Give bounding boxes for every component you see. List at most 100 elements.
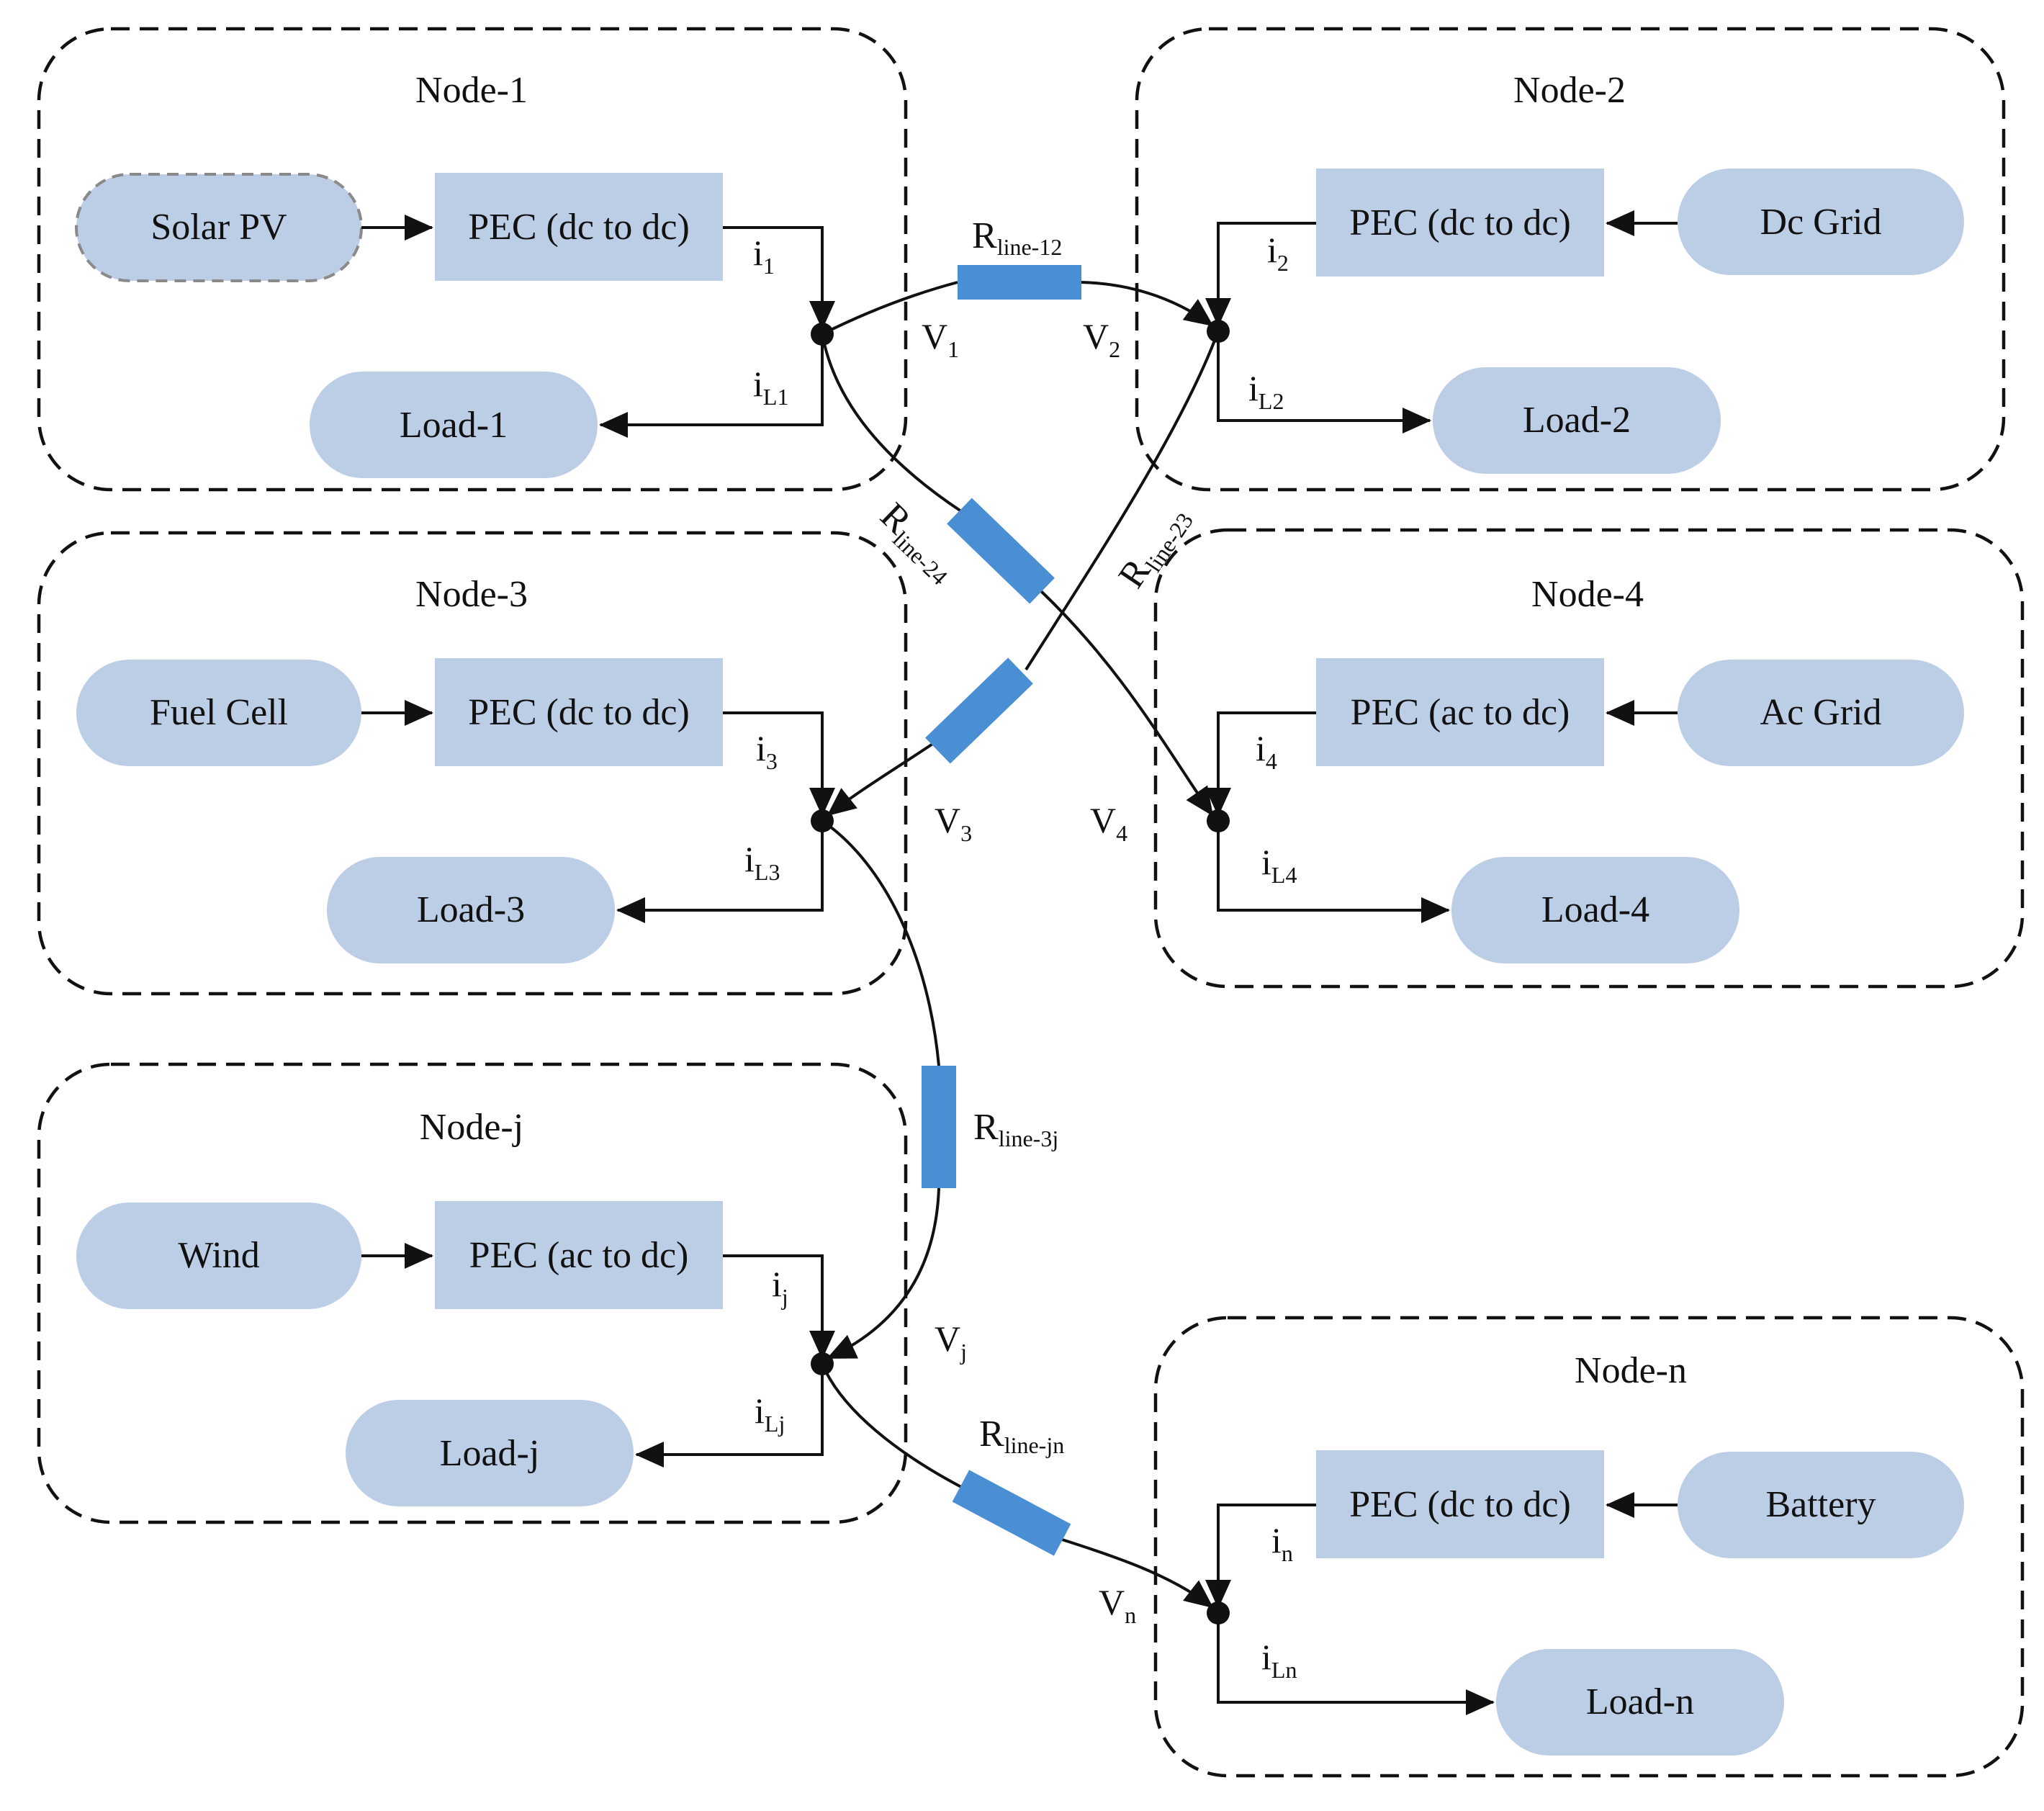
node-3: Fuel Cell PEC (dc to dc) Load-3 i3 iL3: [76, 658, 835, 963]
voltage-label-v2: V2: [1083, 316, 1120, 362]
pec-current-label: i4: [1256, 728, 1277, 774]
pec-block: [1316, 168, 1604, 277]
resistor: [922, 1066, 956, 1188]
resistor-label: Rline-jn: [979, 1414, 1064, 1458]
load-block: [1496, 1649, 1784, 1756]
line-wire: [821, 333, 963, 513]
load-current-label: iL2: [1248, 368, 1284, 414]
line-3-j: Rline-3j: [821, 819, 1058, 1360]
node-2-title: Node-2: [1513, 70, 1626, 111]
pec-label: PEC (dc to dc): [468, 692, 690, 733]
source-block: [76, 660, 361, 766]
load-label: Load-3: [417, 889, 525, 930]
bus-to-load-arrow: [635, 1364, 824, 1468]
source-label: Ac Grid: [1760, 692, 1882, 733]
line-wire: [827, 1187, 940, 1360]
node-1-title: Node-1: [415, 70, 528, 111]
voltage-label-v1: V1: [922, 316, 959, 362]
voltage-label-vn: Vn: [1099, 1582, 1136, 1628]
pec-block: [1316, 658, 1604, 766]
resistor-label: Rline-24: [870, 495, 965, 590]
source-label: Dc Grid: [1760, 202, 1882, 243]
pec-block: [435, 173, 723, 281]
pec-current-label: i3: [756, 728, 778, 774]
pec-current-label: in: [1271, 1520, 1293, 1566]
pec-current-label: ij: [772, 1264, 788, 1310]
pec-current-label: i2: [1267, 230, 1289, 276]
pec-label: PEC (dc to dc): [1349, 202, 1571, 243]
node-3-box: [37, 531, 908, 996]
voltage-label-vj: Vj: [935, 1318, 967, 1365]
source-block: [76, 1203, 361, 1309]
load-block: [1451, 857, 1739, 963]
load-current-label: iLn: [1261, 1637, 1297, 1683]
pec-label: PEC (ac to dc): [469, 1235, 689, 1276]
resistor: [925, 657, 1033, 764]
load-label: Load-4: [1541, 889, 1649, 930]
source-label: Fuel Cell: [150, 692, 288, 733]
node-j-title: Node-j: [420, 1107, 523, 1148]
load-block: [346, 1400, 634, 1506]
pec-current-label: i1: [753, 233, 775, 279]
source-block: [1678, 1452, 1964, 1558]
node-4: PEC (ac to dc) Ac Grid Load-4 i4 iL4: [1205, 658, 1964, 963]
voltage-label-v3: V3: [935, 800, 972, 846]
bus-to-load-arrow: [599, 334, 824, 438]
node-3-title: Node-3: [415, 574, 528, 615]
resistor: [958, 265, 1081, 300]
node-4-box: [1153, 528, 2025, 989]
line-j-n: Rline-jn: [821, 1363, 1214, 1609]
node-j: Wind PEC (ac to dc) Load-j ij iLj: [76, 1201, 835, 1506]
line-1-2: Rline-12: [821, 215, 1214, 336]
source-block: [1678, 660, 1964, 766]
pec-label: PEC (dc to dc): [1349, 1484, 1571, 1525]
node-n-box: [1153, 1316, 2025, 1778]
voltage-label-v4: V4: [1090, 800, 1127, 846]
resistor: [947, 498, 1055, 604]
pec-block: [435, 658, 723, 766]
load-label: Load-1: [400, 405, 508, 446]
node-n-title: Node-n: [1575, 1350, 1687, 1391]
pec-block: [1316, 1450, 1604, 1558]
resistor: [952, 1470, 1071, 1556]
source-label: Solar PV: [150, 207, 287, 248]
load-block: [327, 857, 615, 963]
load-label: Load-n: [1586, 1681, 1694, 1722]
bus-to-load-arrow: [616, 821, 824, 923]
node-2: PEC (dc to dc) Dc Grid Load-2 i2 iL2: [1205, 168, 1964, 474]
line-wire: [1025, 331, 1220, 671]
resistor-label: Rline-3j: [973, 1107, 1058, 1151]
node-1-box: [37, 27, 908, 492]
line-wire: [1039, 589, 1214, 817]
line-wire: [1061, 1538, 1214, 1609]
node-n: PEC (dc to dc) Battery Load-n in iLn: [1205, 1450, 1964, 1756]
load-current-label: iLj: [755, 1390, 785, 1437]
load-current-label: iL3: [744, 839, 780, 885]
pec-label: PEC (ac to dc): [1351, 692, 1570, 733]
load-block: [1433, 367, 1721, 474]
load-block: [310, 372, 598, 478]
pec-block: [435, 1201, 723, 1309]
source-label: Wind: [178, 1235, 259, 1276]
bus-to-load-arrow: [1217, 821, 1450, 923]
pec-to-bus-arrow: [723, 1254, 835, 1360]
line-wire: [821, 281, 958, 336]
bus-to-load-arrow: [1217, 1613, 1495, 1715]
node-2-box: [1135, 27, 2006, 492]
node-1: Solar PV PEC (dc to dc) Load-1 i1 iL1: [75, 173, 835, 478]
pec-label: PEC (dc to dc): [468, 207, 690, 248]
pec-to-bus-arrow: [723, 226, 835, 330]
line-wire: [1081, 281, 1214, 327]
source-block: [1678, 168, 1964, 275]
node-4-title: Node-4: [1531, 574, 1644, 615]
pec-to-bus-arrow: [1205, 1504, 1316, 1609]
load-label: Load-2: [1523, 400, 1631, 441]
load-current-label: iL4: [1261, 842, 1297, 888]
bus-to-load-arrow: [1217, 331, 1431, 433]
line-wire: [821, 1363, 962, 1488]
pec-to-bus-arrow: [1205, 222, 1316, 327]
source-label: Battery: [1765, 1484, 1876, 1525]
pec-to-bus-arrow: [723, 711, 835, 817]
